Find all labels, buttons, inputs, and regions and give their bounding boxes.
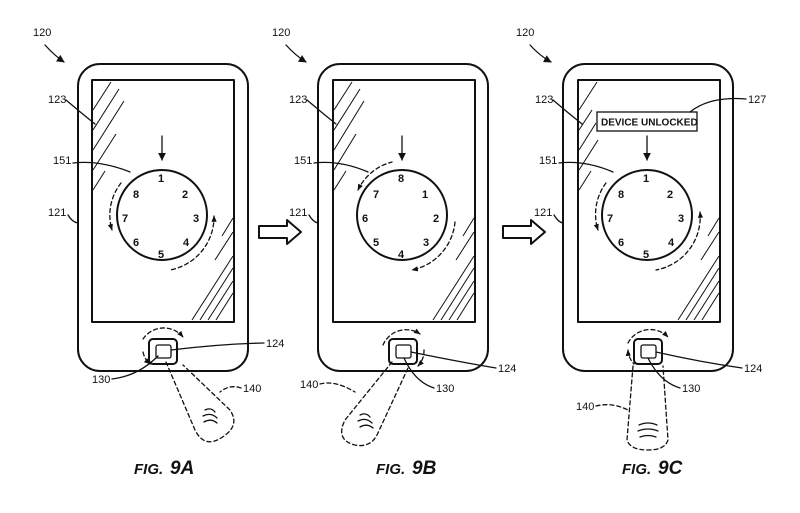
dial-number: 3: [423, 237, 429, 249]
screen-glare-hatch: [333, 81, 475, 321]
dial-ref-label: 151: [539, 155, 557, 167]
rotary-dial: [356, 169, 448, 261]
panel-9a: 120 1 2 3 4 5 6 7 8: [33, 27, 284, 479]
dial-number: 1: [422, 189, 428, 201]
fingerprint-sensor: [640, 344, 657, 359]
dial-number: 1: [643, 173, 649, 185]
button-ref-label: 124: [744, 363, 762, 375]
unlocked-message-box: [596, 111, 698, 132]
dial-number: 1: [158, 173, 164, 185]
device-housing: [562, 63, 734, 372]
device-ref-label: 120: [272, 27, 290, 39]
figure-id: 9A: [170, 458, 194, 479]
figure-id: 9B: [412, 458, 437, 479]
dial-number: 7: [122, 213, 128, 225]
device-ref-label: 120: [33, 27, 51, 39]
screen-glare-hatch: [92, 81, 234, 321]
finger-ref-label: 140: [300, 379, 318, 391]
dial-number: 5: [643, 249, 649, 261]
display-ref-label: 123: [535, 94, 553, 106]
finger-outline: [341, 361, 409, 447]
display-ref-label: 123: [289, 94, 307, 106]
rotary-dial: [116, 169, 208, 261]
figure-prefix: FIG.: [376, 461, 405, 478]
device-housing: [317, 63, 489, 372]
message-ref-label: 127: [748, 94, 766, 106]
home-button: [633, 338, 663, 365]
figure-id: 9C: [658, 458, 683, 479]
home-button: [388, 338, 418, 365]
device-ref-label: 120: [516, 27, 534, 39]
sensor-ref-label: 130: [682, 383, 700, 395]
unlocked-message: DEVICE UNLOCKED: [601, 118, 698, 129]
finger-ref-label: 140: [243, 383, 261, 395]
dial-number: 8: [133, 189, 139, 201]
dial-number: 3: [193, 213, 199, 225]
rotary-dial: [601, 169, 693, 261]
rotation-arrow: [107, 182, 122, 231]
dial-number: 4: [398, 249, 405, 261]
finger-outline: [626, 365, 669, 451]
finger-outline: [165, 361, 235, 443]
panel-9b: 120 8 1 2 3 4 5 6 7: [272, 27, 516, 479]
dial-number: 6: [362, 213, 368, 225]
figure-prefix: FIG.: [622, 461, 651, 478]
dial-number: 7: [373, 189, 379, 201]
dial-number: 4: [183, 237, 190, 249]
sensor-ref-label: 130: [92, 374, 110, 386]
dial-number: 4: [668, 237, 675, 249]
fingerprint-sensor: [395, 344, 412, 359]
dial-number: 8: [398, 173, 404, 185]
dial-number: 8: [618, 189, 624, 201]
device-housing: [77, 63, 249, 372]
housing-ref-label: 121: [534, 207, 552, 219]
housing-ref-label: 121: [289, 207, 307, 219]
finger-ref-label: 140: [576, 401, 594, 413]
dial-number: 2: [182, 189, 188, 201]
button-ref-label: 124: [266, 338, 284, 350]
display-screen: [577, 79, 721, 323]
figure-prefix: FIG.: [134, 461, 163, 478]
sequence-arrow: [502, 219, 546, 245]
dial-number: 6: [618, 237, 624, 249]
dial-number: 2: [667, 189, 673, 201]
sequence-arrow: [258, 219, 302, 245]
dial-number: 6: [133, 237, 139, 249]
dial-number: 7: [607, 213, 613, 225]
dial-number: 3: [678, 213, 684, 225]
sensor-ref-label: 130: [436, 383, 454, 395]
display-screen: [332, 79, 476, 323]
display-ref-label: 123: [48, 94, 66, 106]
dial-number: 5: [373, 237, 379, 249]
home-button: [148, 338, 178, 365]
rotation-arrow: [357, 161, 393, 191]
screen-glare-hatch: [578, 81, 720, 321]
display-screen: [91, 79, 235, 323]
panel-9c: 120 DEVICE UNLOCKED 127 1 2 3 4 5 6 7: [516, 27, 766, 479]
fingerprint-sensor: [155, 344, 172, 359]
housing-ref-label: 121: [48, 207, 66, 219]
dial-number: 2: [433, 213, 439, 225]
button-ref-label: 124: [498, 363, 516, 375]
rotation-arrow: [655, 211, 704, 271]
rotation-arrow: [593, 182, 607, 231]
rotation-arrow: [169, 215, 217, 271]
dial-ref-label: 151: [294, 155, 312, 167]
dial-ref-label: 151: [53, 155, 71, 167]
dial-number: 5: [158, 249, 164, 261]
rotation-arrow: [411, 221, 456, 272]
